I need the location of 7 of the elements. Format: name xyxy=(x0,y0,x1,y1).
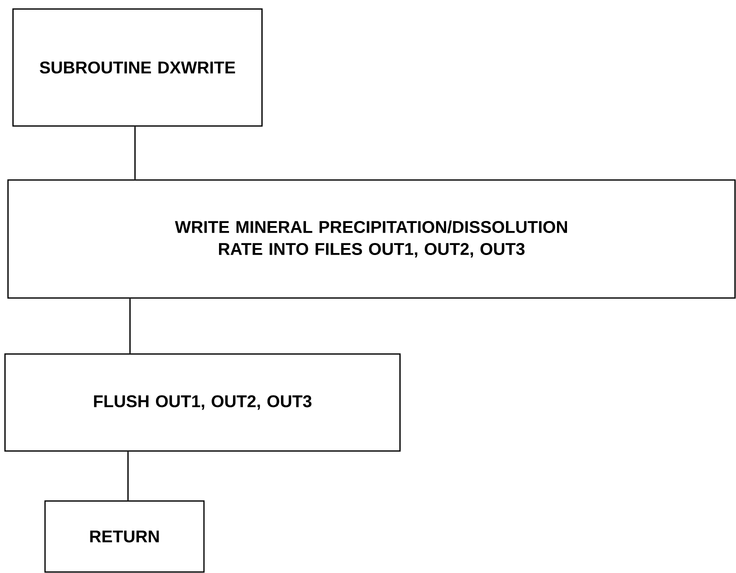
process-box: WRITE MINERAL PRECIPITATION/DISSOLUTION RATE INTO FILES OUT1, OUT2, OUT3 xyxy=(7,179,736,299)
process-box: FLUSH OUT1, OUT2, OUT3 xyxy=(4,353,401,452)
connector-line xyxy=(129,298,131,354)
process-box: SUBROUTINE DXWRITE xyxy=(12,8,263,127)
connector-line xyxy=(127,452,129,500)
connector-line xyxy=(134,126,136,180)
process-box: RETURN xyxy=(44,500,205,573)
